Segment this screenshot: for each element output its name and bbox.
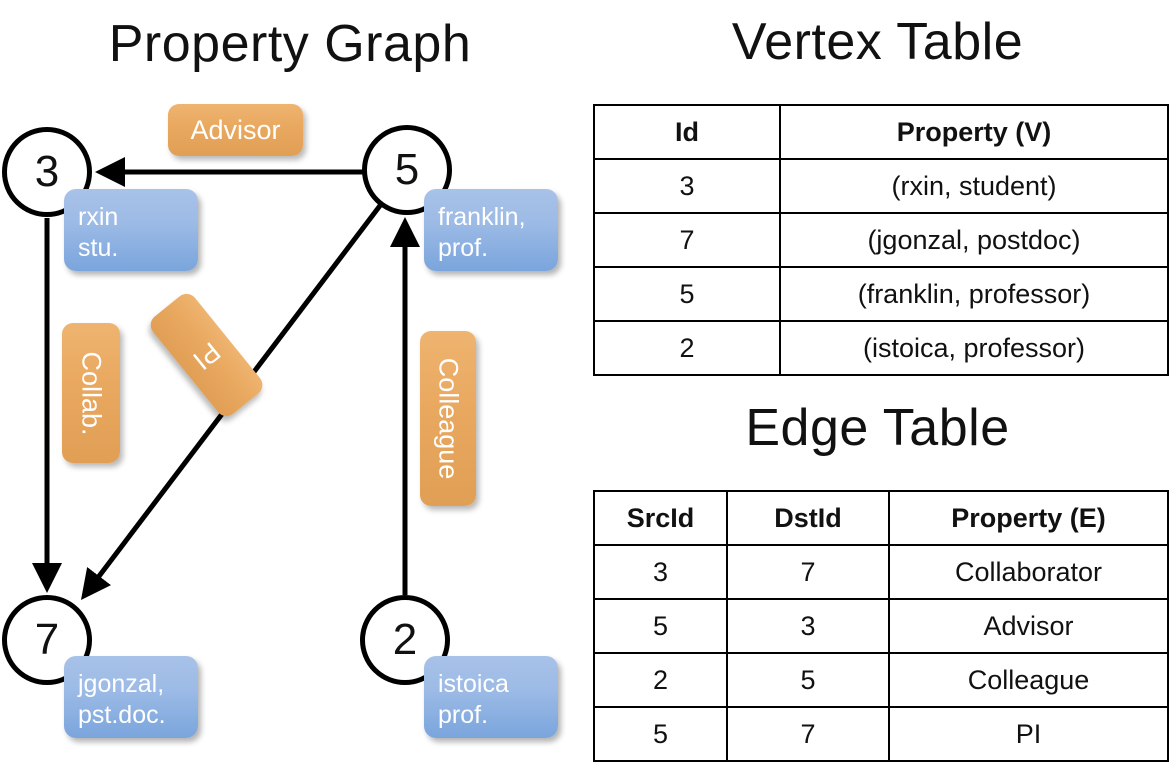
edge-table-header-srcid: SrcId [593,490,728,546]
table-row: 7 (jgonzal, postdoc) [593,212,1169,268]
edge-label-advisor-text: Advisor [190,114,281,145]
vertex-property-box-7: jgonzal, pst.doc. [64,656,198,738]
vertex-property-cell: (franklin, professor) [779,266,1169,322]
graph-node-2[interactable]: 2 [360,595,450,685]
edge-table: SrcId DstId Property (E) 3 7 Collaborato… [593,490,1169,762]
vertex-property-cell: (istoica, professor) [779,320,1169,376]
edge-label-advisor: Advisor [168,104,303,156]
vertex-property-line2: pst.doc. [78,700,166,729]
edge-property-cell: PI [888,706,1169,762]
edge-label-collab-text: Collab. [76,350,107,436]
vertex-id-cell: 2 [593,320,781,376]
edge-label-colleague: Colleague [420,331,476,506]
table-row: 5 3 Advisor [593,598,1169,654]
edge-table-header-dstid: DstId [726,490,890,546]
vertex-table: Id Property (V) 3 (rxin, student) 7 (jgo… [593,104,1169,376]
vertex-table-header-id: Id [593,104,781,160]
vertex-property-line1: rxin [78,203,119,231]
vertex-table-header-row: Id Property (V) [593,104,1169,160]
edge-srcid-cell: 5 [593,598,728,654]
vertex-table-header-property: Property (V) [779,104,1169,160]
page-title-vertex-table: Vertex Table [731,13,1024,71]
table-row: 5 7 PI [593,706,1169,762]
edge-dstid-cell: 3 [726,598,890,654]
vertex-property-box-3: rxin stu. [64,189,198,271]
edge-table-header-row: SrcId DstId Property (E) [593,490,1169,546]
edge-dstid-cell: 7 [726,544,890,600]
vertex-id-cell: 7 [593,212,781,268]
edge-property-cell: Collaborator [888,544,1169,600]
edge-dstid-cell: 7 [726,706,890,762]
vertex-property-box-2: istoica prof. [424,656,558,738]
edge-dstid-cell: 5 [726,652,890,708]
page-title-property-graph: Property Graph [108,15,472,73]
edge-srcid-cell: 3 [593,544,728,600]
edge-label-pi-text: PI [187,335,227,376]
vertex-property-line2: stu. [78,233,119,262]
edge-srcid-cell: 5 [593,706,728,762]
property-graph-diagram: 3 5 7 2 rxin stu. franklin, prof. jgonza… [0,0,580,760]
vertex-property-cell: (rxin, student) [779,158,1169,214]
vertex-property-cell: (jgonzal, postdoc) [779,212,1169,268]
vertex-property-line1: istoica [438,670,509,698]
vertex-property-box-5: franklin, prof. [424,189,558,271]
edge-label-collab: Collab. [62,323,120,463]
vertex-property-line1: jgonzal, [78,670,165,698]
edge-property-cell: Colleague [888,652,1169,708]
vertex-property-line2: prof. [438,233,489,262]
edge-srcid-cell: 2 [593,652,728,708]
page-title-edge-table: Edge Table [745,399,1010,457]
vertex-property-line1: franklin, [438,203,526,231]
vertex-id-cell: 3 [593,158,781,214]
table-row: 2 (istoica, professor) [593,320,1169,376]
vertex-property-line2: prof. [438,700,489,729]
table-row: 2 5 Colleague [593,652,1169,708]
edge-label-colleague-text: Colleague [433,357,464,480]
table-row: 3 7 Collaborator [593,544,1169,600]
edge-property-cell: Advisor [888,598,1169,654]
edge-table-header-property: Property (E) [888,490,1169,546]
table-row: 3 (rxin, student) [593,158,1169,214]
table-row: 5 (franklin, professor) [593,266,1169,322]
graph-node-5[interactable]: 5 [362,125,452,215]
vertex-id-cell: 5 [593,266,781,322]
